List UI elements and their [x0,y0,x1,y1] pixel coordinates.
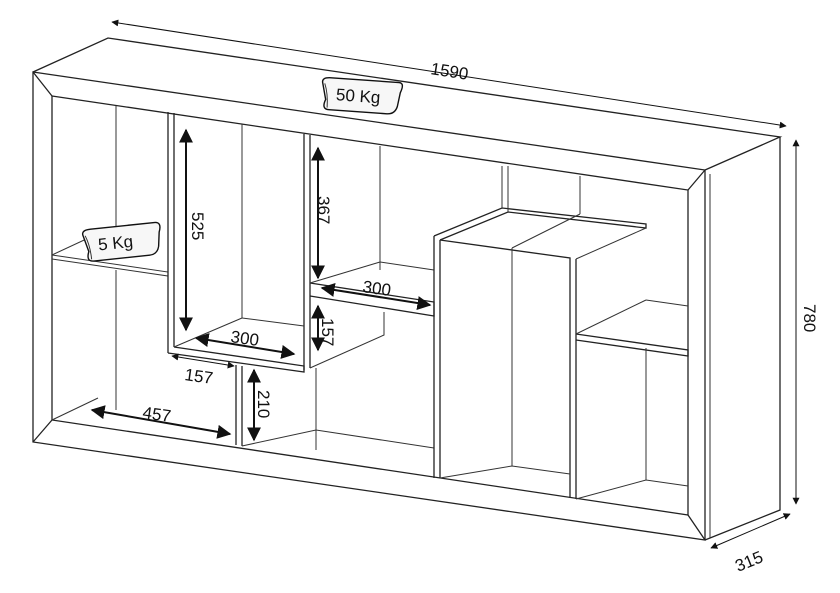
load-top-label: 50 Kg [335,85,381,107]
shelf-a-label: 300 [361,277,392,300]
outer-frame [32,37,783,541]
dim-depth: 315 [710,513,791,576]
shelf-b-label: 300 [229,327,260,350]
load-shelf-label: 5 Kg [97,232,134,255]
width-label: 1590 [429,59,469,84]
dim-210: 210 [247,368,273,442]
dim-height: 780 [792,139,819,505]
dim-367: 367 [311,146,333,280]
bottom-height-label: 210 [254,390,273,418]
bottom-width-label: 457 [141,403,172,426]
dim-457: 457 [90,403,232,439]
dim-300-left: 300 [194,327,296,359]
offset-vertical-label: 157 [318,318,337,346]
interior-panels [51,106,689,500]
height-label: 780 [800,304,819,332]
dim-157-horizontal: 157 [171,353,235,388]
dim-525: 525 [179,128,207,332]
offset-horizontal-label: 157 [183,365,214,388]
dim-width: 1590 [111,19,787,129]
load-badge-shelf: 5 Kg [81,221,161,262]
depth-label: 315 [732,547,765,575]
dim-300-middle: 300 [320,277,432,310]
dim-157-vertical: 157 [311,304,337,352]
compartment-tall-label: 525 [188,212,207,240]
load-badge-top: 50 Kg [321,77,404,115]
compartment-mid-label: 367 [314,196,333,224]
